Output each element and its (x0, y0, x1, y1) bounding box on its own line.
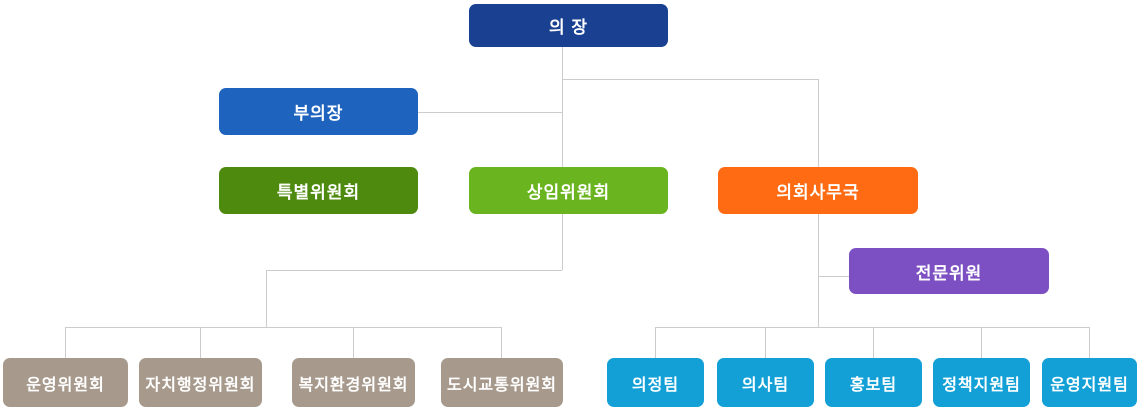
connector-team-stub-3 (873, 327, 874, 358)
node-committee-operations: 운영위원회 (3, 358, 128, 407)
connector-chairman-trunk (562, 47, 563, 167)
node-vice-chairman: 부의장 (219, 88, 418, 135)
connector-teams-distributor (655, 327, 1089, 328)
connector-branch-right (562, 79, 819, 80)
connector-vice-chairman (418, 112, 562, 113)
connector-committee-stub-3 (353, 327, 354, 358)
connector-team-stub-5 (1089, 327, 1090, 358)
node-chairman: 의 장 (469, 4, 668, 47)
connector-expert-stub (818, 276, 849, 277)
connector-committee-stub-1 (65, 327, 66, 358)
connector-committee-stub-4 (501, 327, 502, 358)
node-team-public-relations: 홍보팀 (825, 358, 922, 407)
connector-secretariat-top (818, 79, 819, 167)
node-committee-autonomy-admin: 자치행정위원회 (139, 358, 262, 407)
node-standing-committee: 상임위원회 (469, 167, 668, 214)
node-team-operations-support: 운영지원팀 (1042, 358, 1137, 407)
node-committee-urban-transport: 도시교통위원회 (441, 358, 563, 407)
node-team-policy-support: 정책지원팀 (933, 358, 1030, 407)
connector-left-feed (266, 270, 267, 327)
node-secretariat: 의회사무국 (718, 167, 918, 214)
connector-team-stub-4 (981, 327, 982, 358)
node-committee-welfare-env: 복지환경위원회 (292, 358, 415, 407)
connector-left-bend (266, 270, 562, 271)
connector-standing-down (562, 214, 563, 270)
node-expert-member: 전문위원 (849, 248, 1049, 294)
connector-committees-distributor (65, 327, 502, 328)
connector-secretariat-down (818, 214, 819, 327)
connector-committee-stub-2 (200, 327, 201, 358)
connector-team-stub-2 (765, 327, 766, 358)
node-team-council-affairs: 의정팀 (607, 358, 704, 407)
node-team-proceedings: 의사팀 (717, 358, 814, 407)
connector-team-stub-1 (655, 327, 656, 358)
node-special-committee: 특별위원회 (219, 167, 418, 214)
